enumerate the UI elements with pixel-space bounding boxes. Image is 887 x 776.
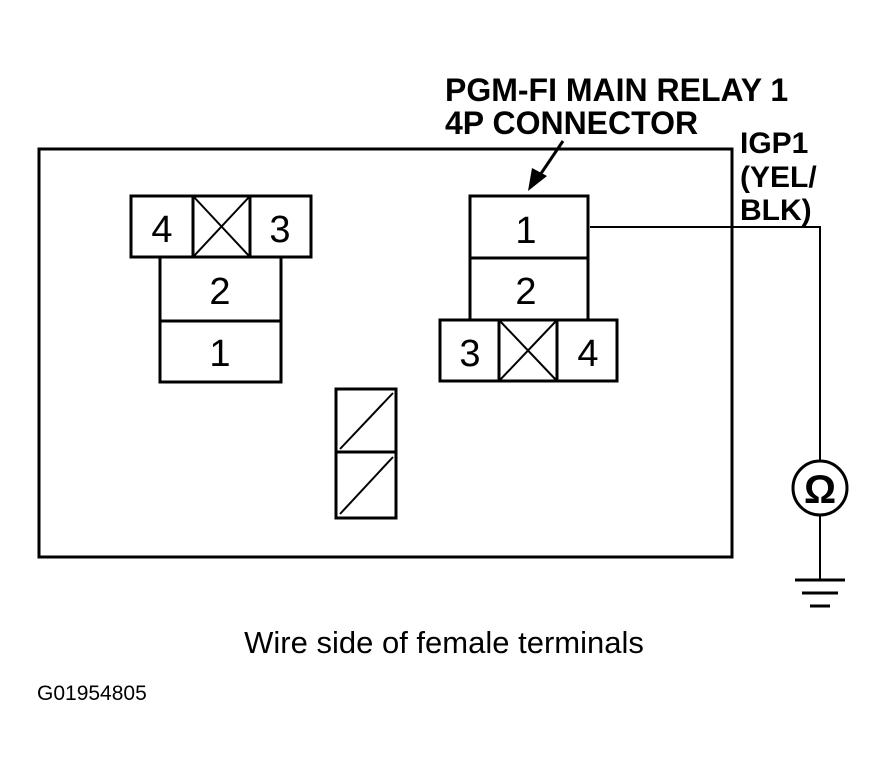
left-bottom-cavity xyxy=(158,319,283,384)
figure-code: G01954805 xyxy=(37,682,147,705)
center-blank-cavities xyxy=(334,387,398,520)
wire-label-line1: IGP1 xyxy=(740,127,808,160)
right-terminal-4: 4 xyxy=(577,333,598,375)
ohmmeter-icon: Ω xyxy=(791,459,849,517)
left-terminal-1: 1 xyxy=(209,333,230,375)
right-terminal-1: 1 xyxy=(515,210,536,252)
left-terminal-3: 3 xyxy=(269,209,290,251)
left-relay-cavities: 4 3 2 1 xyxy=(129,194,313,384)
right-bottom-row xyxy=(438,318,619,383)
svg-text:Ω: Ω xyxy=(804,468,836,512)
right-terminal-2: 2 xyxy=(515,271,536,313)
wire-label-line2: (YEL/ xyxy=(740,161,817,194)
igp1-wire xyxy=(590,226,821,462)
ground-icon xyxy=(795,578,845,608)
right-terminal-3: 3 xyxy=(459,333,480,375)
caption: Wire side of female terminals xyxy=(244,625,644,660)
wire-label-line3: BLK) xyxy=(740,194,812,227)
left-terminal-2: 2 xyxy=(209,271,230,313)
connector-housing xyxy=(37,147,734,559)
right-relay-cavities: 1 2 3 4 xyxy=(438,194,619,383)
connector-title-line2: 4P CONNECTOR xyxy=(445,105,698,141)
connector-title-line1: PGM-FI MAIN RELAY 1 xyxy=(445,72,788,108)
connector-pointer-arrow xyxy=(528,140,565,191)
left-terminal-4: 4 xyxy=(151,209,172,251)
